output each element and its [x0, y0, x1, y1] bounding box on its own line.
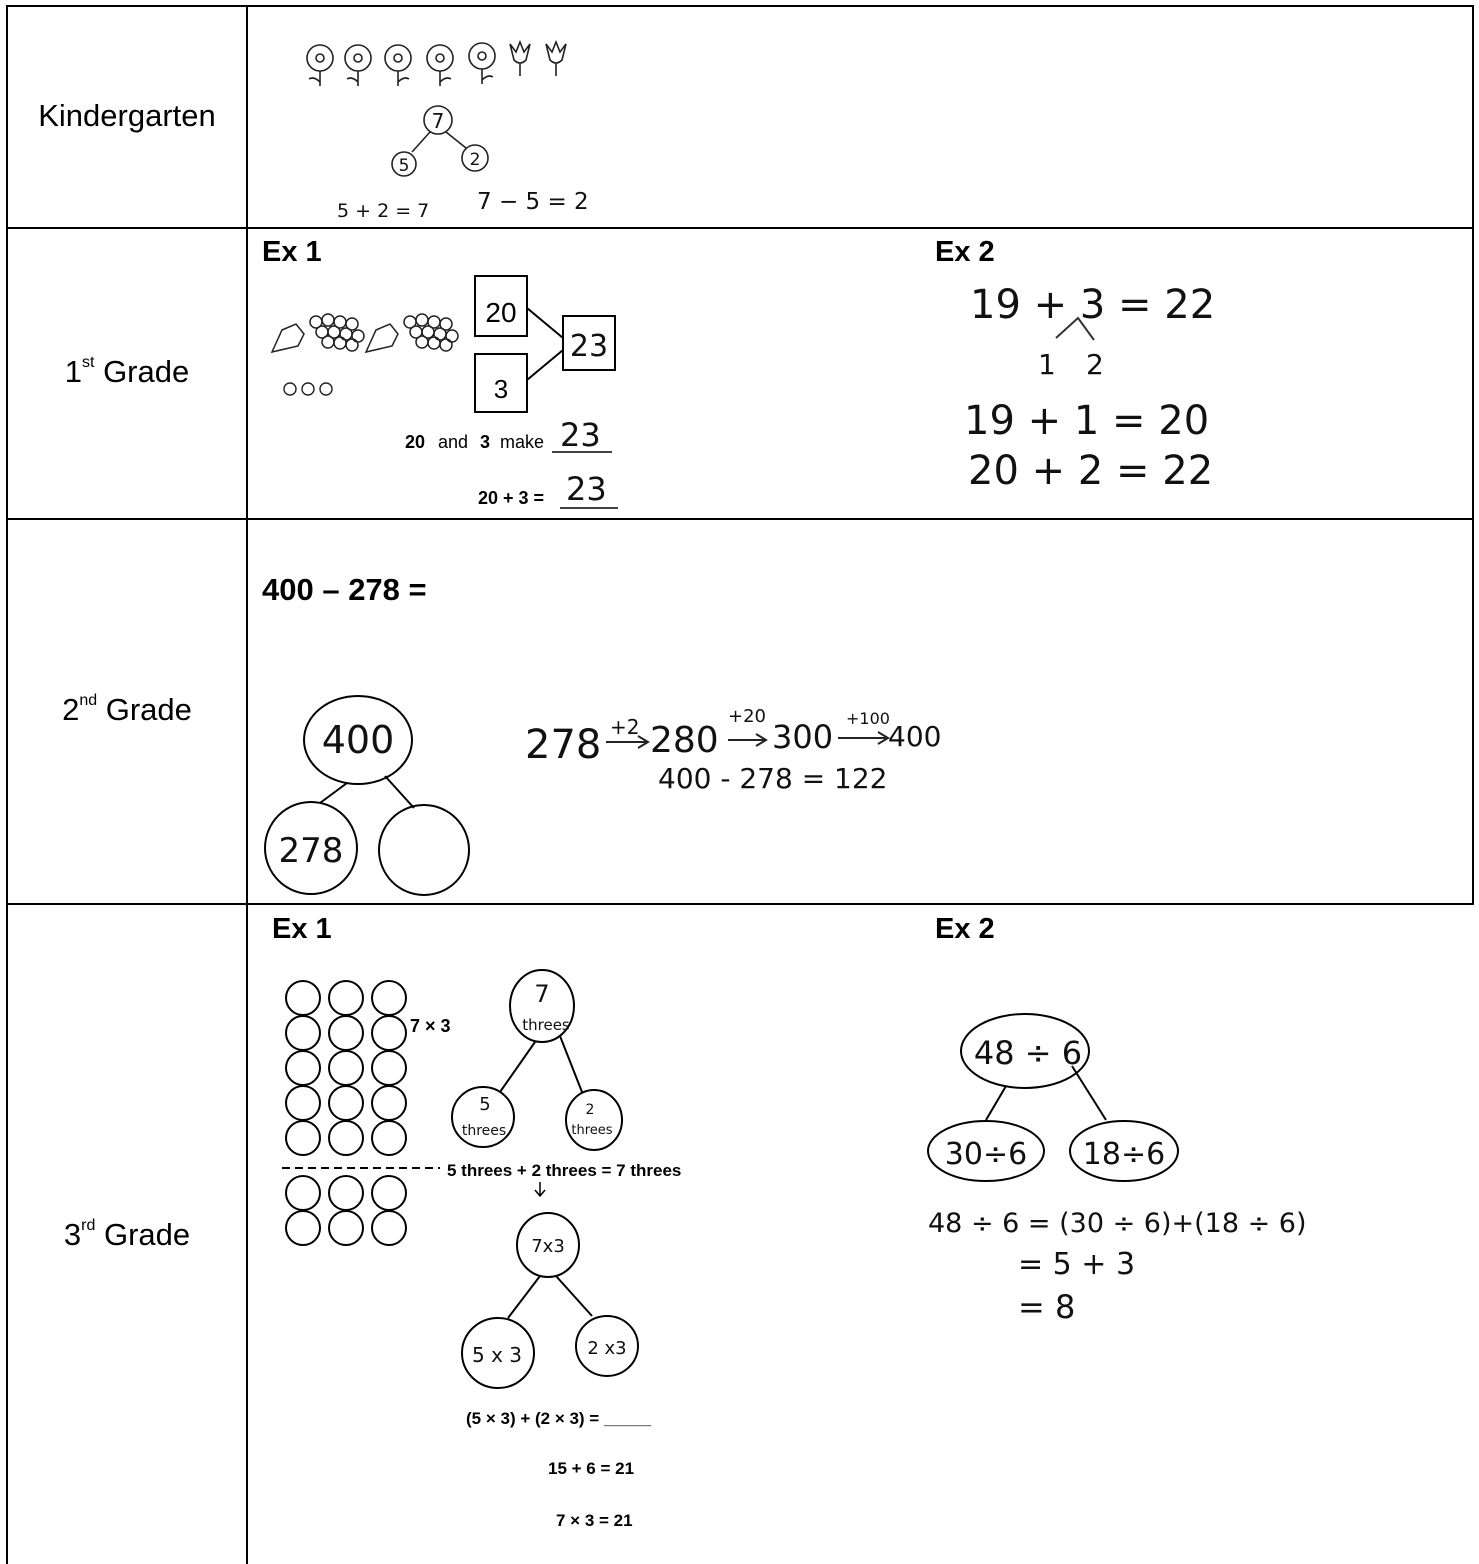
grade-text: Kindergarten [38, 98, 216, 133]
bond-part-b: 2 [470, 150, 481, 170]
chain-arrow-2 [728, 733, 768, 747]
division-part-a: 30÷6 [945, 1137, 1027, 1172]
box-part-b: 3 [494, 374, 508, 404]
down-arrow-icon [534, 1182, 546, 1198]
grapes-icon [270, 313, 459, 354]
flowers-icon [306, 39, 567, 86]
number-bond-division [927, 1013, 1179, 1182]
box-part-a: 20 [485, 297, 516, 328]
make-sentence-make: make [500, 432, 544, 452]
grade-number: 3 [63, 1217, 82, 1252]
row-divider-3 [6, 903, 1474, 905]
split-part-b: 2 [1086, 348, 1104, 381]
ex1-eq2: 15 + 6 = 21 [548, 1459, 634, 1478]
bond-whole: 7 [432, 109, 445, 133]
row-divider-2 [6, 518, 1474, 520]
table-border-left [6, 5, 8, 1564]
grade-text: Grade [94, 354, 190, 389]
eq-prefix: 20 + 3 = [478, 488, 544, 508]
grade-number: 1 [64, 354, 82, 389]
array-label: 7 × 3 [410, 1016, 451, 1036]
row-divider-1 [6, 227, 1474, 229]
column-divider [246, 5, 248, 1564]
box-whole: 23 [570, 329, 608, 364]
division-eq1: 48 ÷ 6 = (30 ÷ 6)+(18 ÷ 6) [928, 1208, 1307, 1239]
bond-whole-400: 400 [322, 718, 395, 762]
split-part-a: 1 [1038, 348, 1056, 381]
problem-2nd-grade: 400 – 278 = [262, 572, 427, 607]
ex1-eq3: 7 × 3 = 21 [556, 1511, 633, 1530]
chain-end: 400 [888, 720, 941, 753]
grade-label-2nd: 2nd Grade [8, 692, 246, 728]
chain-arrow-1 [606, 735, 650, 749]
bond2-part-a: 5 x 3 [472, 1343, 522, 1367]
division-part-b: 18÷6 [1083, 1137, 1165, 1172]
eq-answer: 23 [566, 470, 607, 508]
grade-label-kindergarten: Kindergarten [8, 98, 246, 134]
number-bond-boxes [474, 275, 616, 413]
number-bond-7x3 [461, 1212, 639, 1389]
chain-result: 400 - 278 = 122 [658, 762, 888, 795]
division-whole: 48 ÷ 6 [974, 1034, 1082, 1072]
grade-label-3rd: 3rd Grade [8, 1217, 246, 1253]
number-bond-threes [451, 969, 623, 1151]
ex1-eq1: (5 × 3) + (2 × 3) = _____ [466, 1409, 652, 1428]
bond-part-278: 278 [279, 831, 344, 871]
split-arrow [1055, 316, 1095, 341]
grade-suffix: rd [81, 1216, 96, 1234]
bond1-part-b-num: 2 [586, 1102, 595, 1118]
table-border-top [6, 5, 1474, 7]
ex1-label-3rd-grade: Ex 1 [272, 913, 332, 945]
circle-array [285, 980, 407, 1246]
number-bond-400 [264, 695, 470, 896]
grade-label-1st: 1st Grade [8, 354, 246, 390]
equation-add: 5 + 2 = 7 [337, 200, 429, 222]
ex1-label-1st-grade: Ex 1 [262, 236, 322, 268]
bond2-whole: 7x3 [531, 1236, 565, 1257]
grade-text: Grade [97, 692, 192, 727]
make-sentence-answer: 23 [560, 416, 601, 454]
division-eq3: = 8 [1018, 1288, 1075, 1326]
threes-sentence: 5 threes + 2 threes = 7 threes [447, 1161, 681, 1180]
chain-start: 278 [525, 722, 601, 768]
make-sentence-a: 20 [405, 432, 425, 452]
ex2-eq3: 20 + 2 = 22 [968, 448, 1213, 494]
equation-sub: 7 − 5 = 2 [477, 189, 589, 215]
table-border-right [1472, 5, 1474, 905]
bond1-whole-num: 7 [534, 980, 549, 1008]
chain-step1: +2 [610, 715, 639, 739]
ex2-eq2: 19 + 1 = 20 [964, 398, 1209, 444]
make-sentence-b: 3 [480, 432, 490, 452]
three-grapes-icon [283, 382, 333, 396]
chain-arrow-3 [838, 731, 890, 745]
ex2-label-3rd-grade: Ex 2 [935, 913, 995, 945]
bond1-part-a-num: 5 [479, 1094, 490, 1115]
grade-text: Grade [95, 1217, 191, 1252]
grade-suffix: nd [79, 691, 98, 709]
bond1-part-a-word: threes [462, 1123, 506, 1139]
number-bond-7 [391, 105, 489, 177]
bond1-part-b-word: threes [571, 1123, 612, 1138]
grade-suffix: st [82, 353, 95, 371]
bond1-whole-word: threes [522, 1016, 570, 1034]
ex2-label-1st-grade: Ex 2 [935, 236, 995, 268]
division-eq2: = 5 + 3 [1018, 1247, 1135, 1282]
chain-step2: +20 [728, 706, 766, 727]
bond2-part-b: 2 x3 [587, 1338, 626, 1359]
chain-mid1: 280 [650, 720, 719, 761]
bond-part-a: 5 [399, 156, 410, 176]
ex2-eq1: 19 + 3 = 22 [970, 282, 1215, 328]
grade-number: 2 [62, 692, 80, 727]
make-sentence-and: and [438, 432, 468, 452]
chain-mid2: 300 [772, 718, 833, 756]
chain-step3: +100 [846, 709, 890, 728]
